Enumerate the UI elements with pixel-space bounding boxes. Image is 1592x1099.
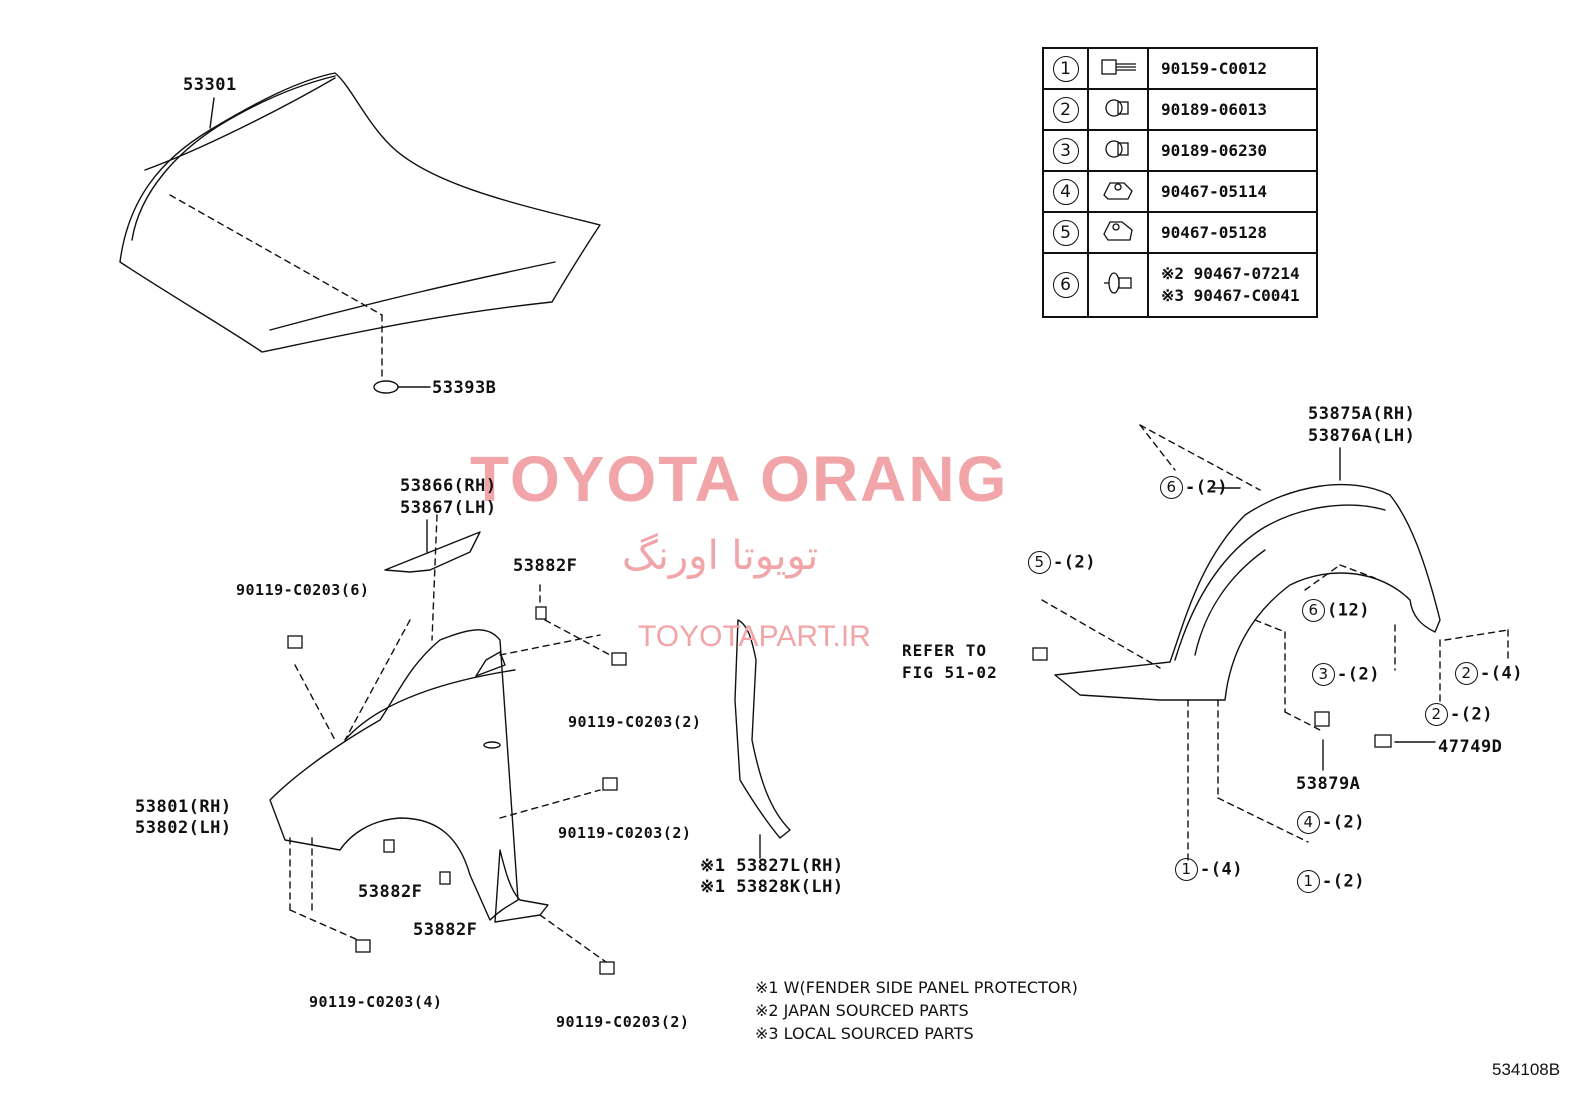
table-row: 1 90159-C0012 — [1042, 47, 1318, 90]
bolt-icon — [611, 652, 627, 666]
table-row: 6 ※2 90467-07214 ※3 90467-C0041 — [1042, 252, 1318, 318]
callout-2: 2-(4) — [1455, 662, 1523, 685]
retainer-icon — [1314, 711, 1330, 727]
label-refer-fig: FIG 51-02 — [902, 663, 998, 682]
label-liner-rh: 53875A(RH) — [1308, 404, 1416, 424]
footnote: ※3 LOCAL SOURCED PARTS — [755, 1024, 974, 1043]
table-row: 2 90189-06013 — [1042, 88, 1318, 131]
row-number: 1 — [1052, 55, 1079, 82]
push-clip-icon — [1104, 272, 1132, 294]
label-bolt-2b: 90119-C0203(2) — [558, 824, 692, 842]
label-screw: 47749D — [1438, 737, 1503, 757]
bolt-icon — [602, 777, 618, 791]
fastener-table: 1 90159-C0012 2 90189-06013 3 90189-0623… — [1042, 47, 1318, 318]
row-number: 6 — [1052, 272, 1079, 298]
label-bolt-4: 90119-C0203(4) — [309, 993, 443, 1011]
label-hood: 53301 — [183, 75, 237, 95]
label-refer-to: REFER TO — [902, 641, 988, 660]
clip-nut-icon — [383, 839, 395, 853]
fender-drawing — [269, 629, 549, 923]
seal-drawing — [384, 531, 481, 573]
figure-id: 534108B — [1492, 1060, 1561, 1079]
row-number: 4 — [1052, 178, 1079, 205]
part-number: 90467-05114 — [1161, 181, 1267, 201]
bolt-icon — [1032, 647, 1048, 661]
bolt-icon — [1101, 58, 1136, 75]
label-nut-bottom: 53882F — [413, 920, 478, 940]
label-nut-top: 53882F — [513, 556, 578, 576]
label-fender-rh: 53801(RH) — [135, 797, 232, 817]
callout-1: 1-(4) — [1175, 858, 1243, 881]
label-nut-mid: 53882F — [358, 882, 423, 902]
row-number: 3 — [1052, 137, 1079, 164]
bolt-icon — [355, 939, 371, 953]
watermark-site: TOYOTAPART.IR — [638, 620, 871, 653]
table-row: 4 90467-05114 — [1042, 170, 1318, 213]
table-row: 5 90467-05128 — [1042, 211, 1318, 254]
label-fender-lh: 53802(LH) — [135, 818, 232, 838]
clip-icon — [1105, 139, 1129, 158]
liner-drawing — [1054, 483, 1441, 701]
label-seal-rh: 53866(RH) — [400, 476, 497, 496]
clip-nut-icon — [535, 606, 547, 620]
callout-3: 3-(2) — [1312, 663, 1380, 686]
part-number: 90159-C0012 — [1161, 58, 1267, 78]
callout-6: 6-(2) — [1160, 476, 1228, 499]
label-bolt-2a: 90119-C0203(2) — [568, 713, 702, 731]
label-hood-pad: 53393B — [432, 378, 497, 398]
row-number: 5 — [1052, 219, 1079, 246]
footnote: ※1 W(FENDER SIDE PANEL PROTECTOR) — [755, 978, 1078, 997]
row-number: 2 — [1052, 96, 1079, 123]
part-number: ※3 90467-C0041 — [1161, 286, 1300, 305]
callout-4: 4-(2) — [1297, 811, 1365, 834]
footnote: ※2 JAPAN SOURCED PARTS — [755, 1001, 969, 1020]
bolt-icon — [599, 961, 615, 975]
label-protector-rh: ※1 53827L(RH) — [700, 856, 844, 876]
watermark-persian: تویوتا اورنگ — [622, 533, 819, 579]
callout-6: 6(12) — [1302, 599, 1370, 622]
protector-drawing — [734, 619, 791, 839]
label-protector-lh: ※1 53828K(LH) — [700, 877, 844, 897]
watermark-title: TOYOTA ORANG — [470, 443, 1009, 515]
label-retainer: 53879A — [1296, 774, 1361, 794]
bolt-icon — [287, 635, 303, 649]
clip-icon — [1105, 98, 1129, 117]
callout-2: 2-(2) — [1425, 703, 1493, 726]
part-number: ※2 90467-07214 — [1161, 264, 1300, 283]
nut-clip-icon — [1103, 181, 1133, 200]
callout-5: 5-(2) — [1028, 551, 1096, 574]
callout-1: 1-(2) — [1297, 870, 1365, 893]
table-row: 3 90189-06230 — [1042, 129, 1318, 172]
label-seal-lh: 53867(LH) — [400, 498, 497, 518]
screw-icon — [1374, 734, 1392, 748]
nut-clip-icon — [1103, 220, 1133, 241]
part-number: 90189-06230 — [1161, 140, 1267, 160]
label-liner-lh: 53876A(LH) — [1308, 426, 1416, 446]
clip-nut-icon — [439, 871, 451, 885]
hood-drawing — [119, 72, 601, 353]
part-number: 90467-05128 — [1161, 222, 1267, 242]
part-number: 90189-06013 — [1161, 99, 1267, 119]
label-bolt-6: 90119-C0203(6) — [236, 581, 370, 599]
label-bolt-2c: 90119-C0203(2) — [556, 1013, 690, 1031]
